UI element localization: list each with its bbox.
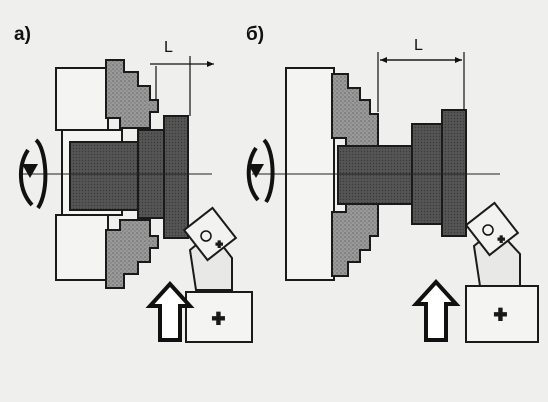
panel-b-label: б) bbox=[246, 24, 264, 45]
panel-b: б) L bbox=[246, 24, 539, 343]
tool-sign-b: + bbox=[494, 302, 507, 327]
panel-a: а) bbox=[14, 24, 253, 343]
jaw-upper-a bbox=[105, 59, 159, 129]
jaw-lower-b bbox=[331, 203, 379, 277]
tool-holder-a: + + bbox=[182, 206, 253, 343]
feed-arrow-icon bbox=[145, 281, 195, 342]
panel-a-label: а) bbox=[14, 24, 31, 45]
dimension-l-a: L bbox=[150, 39, 214, 116]
rotation-arrow-icon bbox=[19, 138, 48, 210]
dimension-l-b: L bbox=[377, 37, 465, 112]
dimension-label-a: L bbox=[164, 39, 173, 56]
workpiece-a bbox=[69, 115, 189, 239]
jaw-lower-a bbox=[105, 219, 159, 289]
jaw-upper-b bbox=[331, 73, 379, 147]
rotation-arrow-icon bbox=[246, 138, 275, 204]
insert-sign-a: + bbox=[216, 239, 222, 251]
tool-holder-b: + + bbox=[464, 201, 539, 343]
feed-arrow-icon bbox=[411, 279, 461, 342]
dimension-label-b: L bbox=[414, 37, 423, 54]
insert-sign-b: + bbox=[498, 234, 504, 246]
tool-sign-a: + bbox=[212, 306, 225, 331]
